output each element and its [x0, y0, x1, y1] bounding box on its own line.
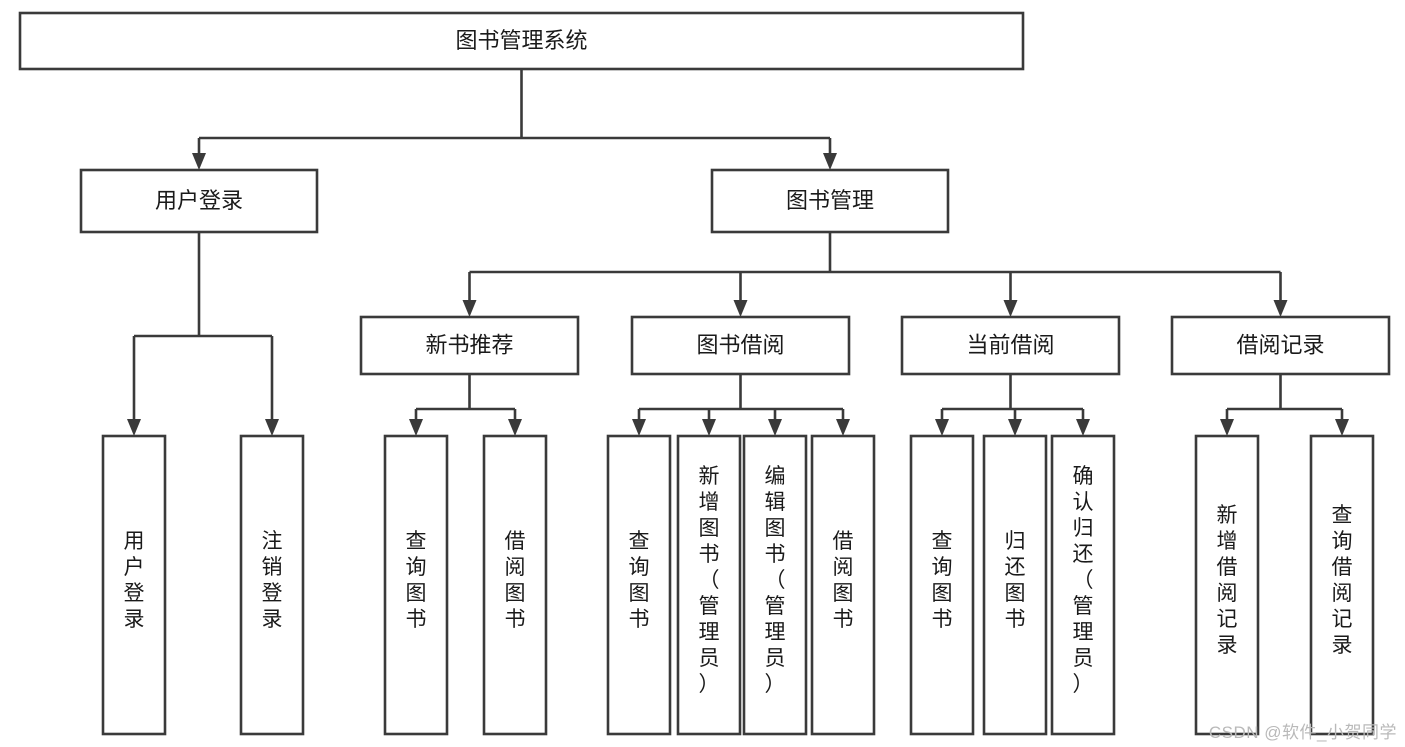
node-layer: 图书管理系统用户登录图书管理新书推荐图书借阅当前借阅借阅记录用户登录注销登录查询… — [18, 11, 1391, 736]
node-leaf-logout-box[interactable] — [239, 434, 305, 736]
node-leaf-query-book-3[interactable]: 查询图书 — [909, 434, 975, 736]
node-leaf-return-book-label: 归还图书 — [1005, 530, 1026, 631]
arrow-head-icon — [1008, 419, 1022, 436]
node-user-login-label: 用户登录 — [155, 188, 243, 213]
node-new-book-recommend-label: 新书推荐 — [425, 332, 513, 357]
arrow-head-icon — [768, 419, 782, 436]
node-leaf-query-book-2-box[interactable] — [606, 434, 672, 736]
arrow-head-icon — [127, 419, 141, 436]
node-borrow-record-box[interactable] — [1170, 315, 1391, 376]
node-leaf-user-login-box[interactable] — [101, 434, 167, 736]
node-book-manage-box[interactable] — [710, 168, 950, 234]
node-book-manage[interactable]: 图书管理 — [710, 168, 950, 234]
node-leaf-add-record-label: 新增借阅记录 — [1217, 504, 1238, 657]
node-leaf-add-record-box[interactable] — [1194, 434, 1260, 736]
node-leaf-add-book[interactable]: 新增图书（管理员） — [676, 434, 742, 736]
node-leaf-add-book-label: 新增图书（管理员） — [699, 465, 720, 696]
node-root-label: 图书管理系统 — [455, 28, 587, 53]
arrow-head-icon — [823, 153, 837, 170]
node-new-book-recommend[interactable]: 新书推荐 — [359, 315, 580, 376]
node-current-borrow[interactable]: 当前借阅 — [900, 315, 1121, 376]
node-leaf-confirm-return[interactable]: 确认归还（管理员） — [1050, 434, 1116, 736]
node-leaf-add-record[interactable]: 新增借阅记录 — [1194, 434, 1260, 736]
node-leaf-borrow-book-1[interactable]: 借阅图书 — [482, 434, 548, 736]
node-book-borrow-label: 图书借阅 — [696, 332, 784, 357]
node-root[interactable]: 图书管理系统 — [18, 11, 1025, 71]
node-book-manage-label: 图书管理 — [786, 188, 874, 213]
node-leaf-return-book[interactable]: 归还图书 — [982, 434, 1048, 736]
node-leaf-user-login-label: 用户登录 — [124, 530, 145, 631]
arrow-head-icon — [935, 419, 949, 436]
node-leaf-logout-label: 注销登录 — [262, 530, 283, 631]
node-borrow-record[interactable]: 借阅记录 — [1170, 315, 1391, 376]
node-user-login[interactable]: 用户登录 — [79, 168, 319, 234]
node-leaf-query-record-box[interactable] — [1309, 434, 1375, 736]
node-leaf-query-book-1-label: 查询图书 — [406, 530, 427, 631]
arrow-head-icon — [632, 419, 646, 436]
node-leaf-confirm-return-box[interactable] — [1050, 434, 1116, 736]
arrow-head-icon — [462, 300, 477, 317]
node-book-borrow[interactable]: 图书借阅 — [630, 315, 851, 376]
node-leaf-borrow-book-2-box[interactable] — [810, 434, 876, 736]
node-leaf-query-record-label: 查询借阅记录 — [1332, 504, 1353, 657]
node-new-book-recommend-box[interactable] — [359, 315, 580, 376]
node-leaf-borrow-book-1-box[interactable] — [482, 434, 548, 736]
arrow-head-icon — [1076, 419, 1090, 436]
node-root-box[interactable] — [18, 11, 1025, 71]
arrow-head-icon — [1220, 419, 1234, 436]
node-borrow-record-label: 借阅记录 — [1236, 332, 1324, 357]
node-leaf-edit-book-label: 编辑图书（管理员） — [765, 465, 786, 696]
node-leaf-borrow-book-2[interactable]: 借阅图书 — [810, 434, 876, 736]
arrow-head-icon — [733, 300, 748, 317]
node-leaf-query-book-1[interactable]: 查询图书 — [383, 434, 449, 736]
node-leaf-return-book-box[interactable] — [982, 434, 1048, 736]
node-leaf-confirm-return-label: 确认归还（管理员） — [1073, 465, 1094, 696]
node-leaf-query-book-3-label: 查询图书 — [932, 530, 953, 631]
arrow-head-icon — [1335, 419, 1349, 436]
node-leaf-query-book-1-box[interactable] — [383, 434, 449, 736]
arrow-head-icon — [508, 419, 522, 436]
node-leaf-add-book-box[interactable] — [676, 434, 742, 736]
node-leaf-edit-book-box[interactable] — [742, 434, 808, 736]
node-user-login-box[interactable] — [79, 168, 319, 234]
node-leaf-query-record[interactable]: 查询借阅记录 — [1309, 434, 1375, 736]
arrow-head-icon — [1003, 300, 1018, 317]
node-leaf-borrow-book-1-label: 借阅图书 — [505, 530, 526, 631]
node-current-borrow-box[interactable] — [900, 315, 1121, 376]
arrow-head-icon — [1273, 300, 1288, 317]
node-leaf-logout[interactable]: 注销登录 — [239, 434, 305, 736]
node-leaf-edit-book[interactable]: 编辑图书（管理员） — [742, 434, 808, 736]
node-leaf-query-book-2-label: 查询图书 — [629, 530, 650, 631]
node-book-borrow-box[interactable] — [630, 315, 851, 376]
node-current-borrow-label: 当前借阅 — [966, 332, 1054, 357]
node-leaf-query-book-2[interactable]: 查询图书 — [606, 434, 672, 736]
arrow-head-icon — [836, 419, 850, 436]
connector-layer — [127, 69, 1349, 436]
arrow-head-icon — [265, 419, 279, 436]
arrow-head-icon — [192, 153, 206, 170]
node-leaf-borrow-book-2-label: 借阅图书 — [833, 530, 854, 631]
arrow-head-icon — [702, 419, 716, 436]
arrow-head-icon — [409, 419, 423, 436]
node-leaf-user-login[interactable]: 用户登录 — [101, 434, 167, 736]
node-leaf-query-book-3-box[interactable] — [909, 434, 975, 736]
